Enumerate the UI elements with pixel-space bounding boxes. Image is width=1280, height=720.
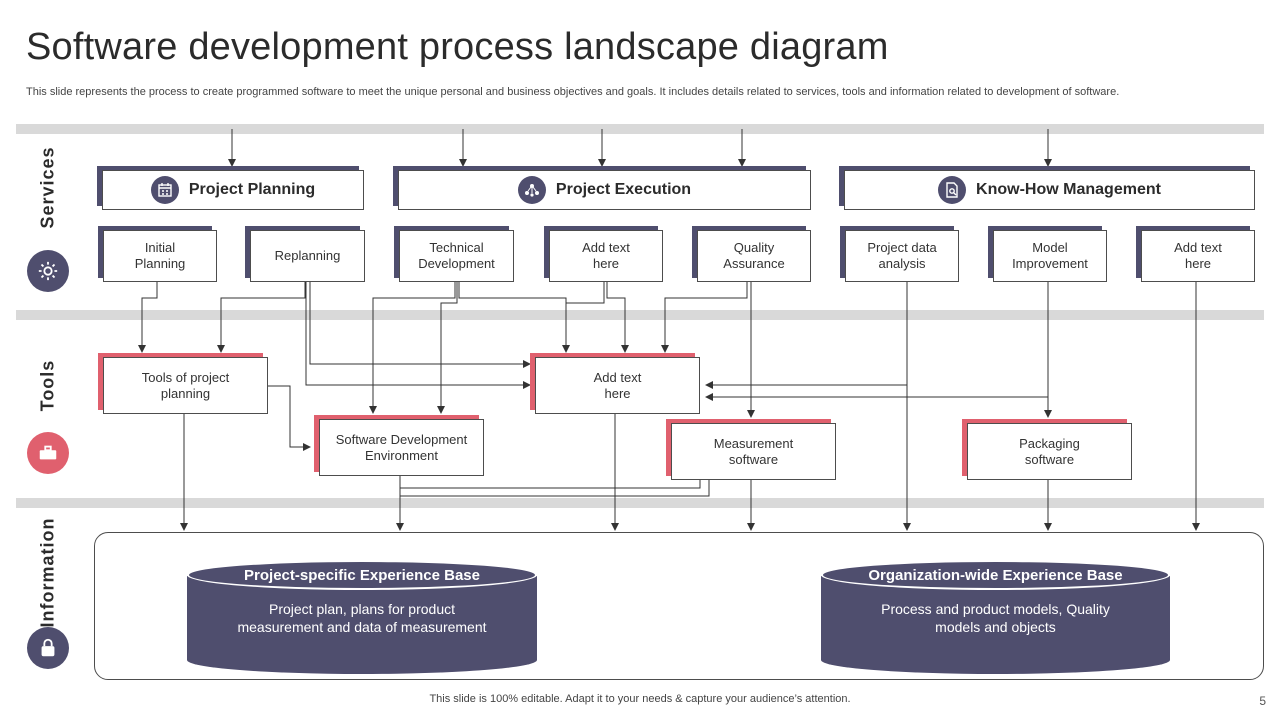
project-base-text: Project plan, plans for product measurem…	[237, 601, 487, 635]
service-add-text-1: Add text here	[549, 230, 663, 282]
calendar-icon	[150, 176, 179, 204]
page-title: Software development process landscape d…	[26, 26, 889, 68]
organization-wide-experience-base: Organization-wide Experience Base Proces…	[821, 560, 1170, 676]
header-project-planning-label: Project Planning	[188, 181, 316, 198]
header-project-execution: Project Execution	[398, 170, 811, 210]
service-initial-planning: Initial Planning	[103, 230, 217, 282]
service-replanning: Replanning	[250, 230, 365, 282]
header-project-execution-label: Project Execution	[555, 181, 692, 198]
page-subtitle: This slide represents the process to cre…	[26, 86, 1120, 98]
tool-tools-of-project-planning: Tools of project planning	[103, 357, 268, 414]
header-project-planning: Project Planning	[102, 170, 364, 210]
service-technical-development: Technical Development	[399, 230, 514, 282]
tool-packaging-software: Packaging software	[967, 423, 1132, 480]
page-number: 5	[1259, 694, 1266, 708]
service-quality-assurance: Quality Assurance	[697, 230, 811, 282]
band-lower	[16, 498, 1264, 508]
tool-software-development-environment: Software Development Environment	[319, 419, 484, 476]
org-base-text: Process and product models, Quality mode…	[881, 601, 1110, 635]
footer-note: This slide is 100% editable. Adapt it to…	[429, 693, 851, 705]
band-middle	[16, 310, 1264, 320]
band-top	[16, 124, 1264, 134]
service-add-text-2: Add text here	[1141, 230, 1255, 282]
service-project-data-analysis: Project data analysis	[845, 230, 959, 282]
tool-add-text: Add text here	[535, 357, 700, 414]
header-know-how-management: Know-How Management	[844, 170, 1255, 210]
header-know-how-management-label: Know-How Management	[976, 181, 1161, 198]
network-icon	[517, 176, 546, 204]
project-specific-experience-base: Project-specific Experience Base Project…	[187, 560, 537, 676]
tool-measurement-software: Measurement software	[671, 423, 836, 480]
tools-toolbox-icon	[27, 432, 69, 474]
project-base-title: Project-specific Experience Base	[187, 560, 537, 590]
document-search-icon	[938, 176, 967, 204]
org-base-title: Organization-wide Experience Base	[821, 560, 1170, 590]
service-model-improvement: Model Improvement	[993, 230, 1107, 282]
cylinder-body	[187, 576, 537, 674]
services-gear-wrench-icon	[27, 250, 69, 292]
information-lock-icon	[27, 627, 69, 669]
cylinder-body	[821, 576, 1170, 674]
